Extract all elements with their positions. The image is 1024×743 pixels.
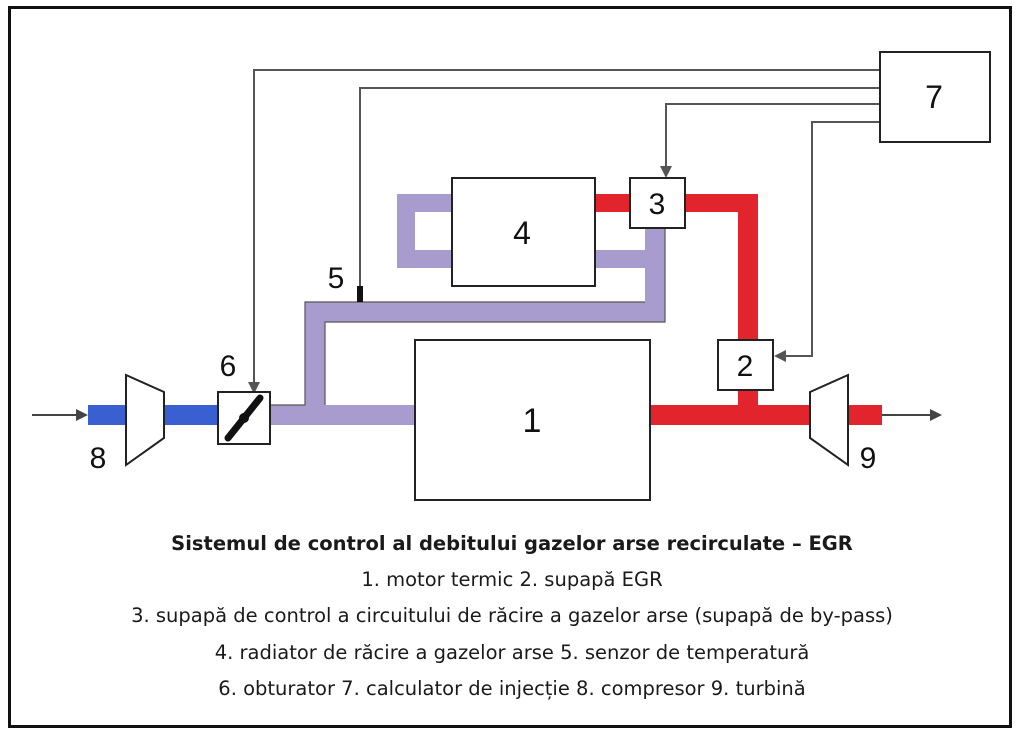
motor-box	[414, 339, 651, 501]
signal-line-to-throttle	[253, 69, 880, 385]
caption-line-1: 1. motor termic 2. supapă EGR	[361, 568, 663, 591]
motor-label: 1	[523, 402, 542, 440]
temperature-sensor	[357, 286, 363, 302]
egr-valve-label: 2	[737, 350, 754, 383]
signal-arrowheads	[248, 166, 786, 394]
caption-title: Sistemul de control al debitului gazelor…	[171, 532, 853, 555]
caption-line-2: 3. supapă de control a circuitului de ră…	[131, 604, 893, 627]
signal-line-to-bypass	[665, 103, 880, 168]
signal-line-to-sensor	[359, 87, 880, 286]
throttle-label: 6	[220, 350, 237, 383]
turbine-icon	[809, 373, 849, 467]
egr-valve-box	[717, 339, 774, 391]
ecu-box	[879, 51, 991, 143]
caption-line-3: 4. radiator de răcire a gazelor arse 5. …	[214, 641, 810, 664]
intake-pipe-mixed	[270, 194, 665, 425]
cooler-box	[451, 177, 596, 287]
signal-line-to-egr	[778, 121, 880, 357]
sensor-label: 5	[328, 262, 345, 295]
intake-pipe-mixed-outline	[270, 228, 666, 406]
outlet-arrowhead	[930, 409, 942, 421]
bypass-valve-box	[629, 177, 686, 229]
arrowhead-bypass	[660, 166, 672, 178]
ecu-label: 7	[925, 79, 943, 115]
bypass-valve-label: 3	[649, 188, 666, 221]
arrowhead-throttle	[248, 382, 260, 394]
compressor-label: 8	[90, 442, 107, 475]
throttle-axis-icon	[239, 413, 249, 423]
cooler-label: 4	[513, 215, 531, 251]
arrowhead-egr	[774, 350, 786, 362]
egr-diagram: 7 4 3 5 1 2 6 8 9	[32, 51, 991, 501]
turbine-label: 9	[860, 442, 877, 475]
inlet-arrowhead	[76, 409, 88, 421]
signal-lines	[253, 69, 880, 385]
caption-line-4: 6. obturator 7. calculator de injecție 8…	[218, 677, 806, 700]
compressor-icon	[125, 373, 165, 467]
